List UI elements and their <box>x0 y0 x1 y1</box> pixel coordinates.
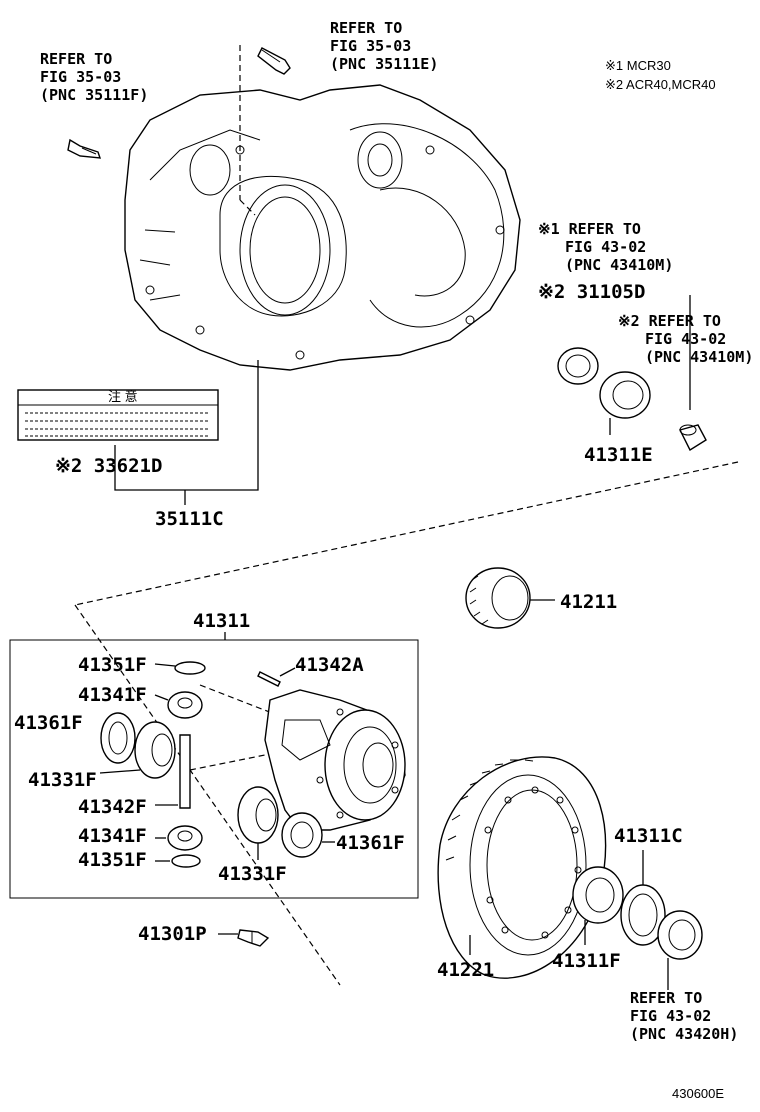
label-41351F-bot: 41351F <box>78 849 147 871</box>
ref-right1-line3: (PNC 43410M) <box>565 256 673 274</box>
washer-41361F-right <box>281 812 323 858</box>
bolt-35111F <box>67 138 102 159</box>
ref-left-block: REFER TO FIG 35-03 (PNC 35111F) <box>40 50 148 104</box>
bearing-race-43420H <box>657 910 703 960</box>
ring-gear-41221 <box>437 756 607 979</box>
washer-41351F-top <box>174 661 206 675</box>
gear-41341F-bot <box>167 825 203 851</box>
bearing-41311E <box>599 371 651 419</box>
diff-assembly-frame <box>9 639 419 899</box>
label-35111C: 35111C <box>155 508 224 530</box>
note-1: ※1 MCR30 <box>605 58 671 73</box>
notes-block: ※1 MCR30 ※2 ACR40,MCR40 <box>605 58 716 92</box>
bearing-41311F <box>572 866 624 924</box>
ref-top-line1: REFER TO <box>330 19 402 37</box>
label-33621D: ※2 33621D <box>55 455 162 477</box>
label-41301P: 41301P <box>138 923 207 945</box>
oil-seal-31105D <box>557 347 599 385</box>
ref-bottom-line2: FIG 43-02 <box>630 1007 711 1025</box>
label-41331F-left: 41331F <box>28 769 97 791</box>
label-41341F-bot: 41341F <box>78 825 147 847</box>
label-41211: 41211 <box>560 591 617 613</box>
label-41361F-right: 41361F <box>336 832 405 854</box>
label-41341F-top: 41341F <box>78 684 147 706</box>
label-41351F-top: 41351F <box>78 654 147 676</box>
ref-bottom-block: REFER TO FIG 43-02 (PNC 43420H) <box>630 989 738 1043</box>
figure-id: 430600E <box>672 1086 724 1101</box>
label-41311E: 41311E <box>584 444 653 466</box>
washer-41361F-left <box>100 712 136 764</box>
ref-right2-line3: (PNC 43410M) <box>645 348 753 366</box>
ref-bottom-line3: (PNC 43420H) <box>630 1025 738 1043</box>
ref-left-line1: REFER TO <box>40 50 112 68</box>
bolt-41301P <box>237 929 270 947</box>
ref-right1-line2: FIG 43-02 <box>565 238 646 256</box>
washer-41351F-bot <box>171 854 201 868</box>
ref-left-line2: FIG 35-03 <box>40 68 121 86</box>
gear-41211 <box>465 567 531 629</box>
bolt-35111E <box>257 47 291 75</box>
pin-41342A <box>257 671 281 687</box>
diff-case <box>264 689 406 831</box>
side-gear-41331F-left <box>134 721 176 779</box>
label-41342F: 41342F <box>78 796 147 818</box>
label-41361F-left: 41361F <box>14 712 83 734</box>
label-41221: 41221 <box>437 959 494 981</box>
ref-right2-block: ※2 REFER TO FIG 43-02 (PNC 43410M) <box>618 312 753 366</box>
caution-label-title: 注 意 <box>108 389 138 404</box>
plug-43410M <box>678 424 707 452</box>
ref-bottom-line1: REFER TO <box>630 989 702 1007</box>
caution-label-33621D: 注 意 <box>17 389 219 441</box>
note-2: ※2 ACR40,MCR40 <box>605 77 716 92</box>
ref-top-block: REFER TO FIG 35-03 (PNC 35111E) <box>330 19 438 73</box>
ref-right2-line1: ※2 REFER TO <box>618 312 721 330</box>
ref-left-line3: (PNC 35111F) <box>40 86 148 104</box>
ref-right1-line1: ※1 REFER TO <box>538 220 641 238</box>
gear-41341F-top <box>167 691 203 719</box>
side-gear-41331F-bot <box>237 786 279 844</box>
ref-right2-line2: FIG 43-02 <box>645 330 726 348</box>
ref-top-line2: FIG 35-03 <box>330 37 411 55</box>
label-41311C: 41311C <box>614 825 683 847</box>
label-41342A: 41342A <box>295 654 364 676</box>
transaxle-housing <box>124 84 521 371</box>
label-41331F-bot: 41331F <box>218 863 287 885</box>
shaft-41342F <box>179 734 191 809</box>
ref-top-line3: (PNC 35111E) <box>330 55 438 73</box>
label-41311: 41311 <box>193 610 250 632</box>
label-41311F: 41311F <box>552 950 621 972</box>
ref-right1-block: ※1 REFER TO FIG 43-02 (PNC 43410M) <box>538 220 673 274</box>
label-31105D: ※2 31105D <box>538 281 645 303</box>
